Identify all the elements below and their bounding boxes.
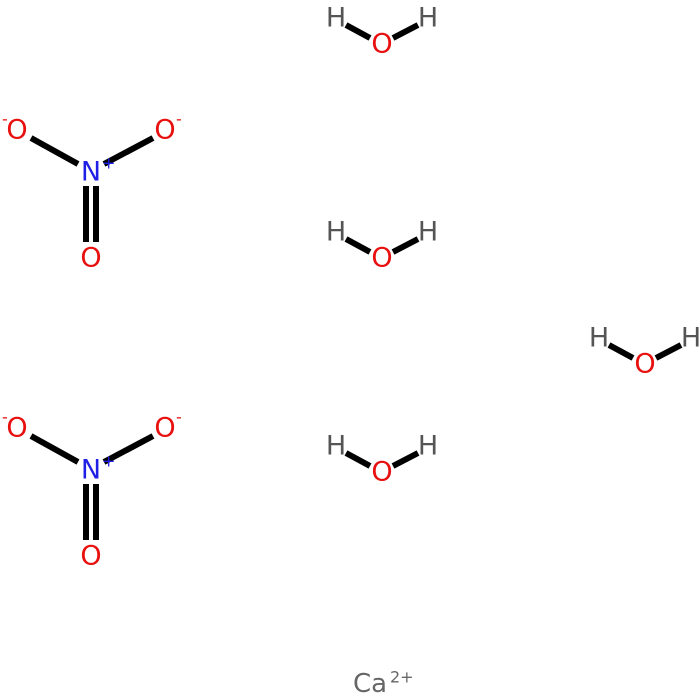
atom-nitrogen: N [81, 157, 101, 188]
bond-single [391, 450, 420, 469]
atom-hydrogen: H [418, 431, 438, 462]
atom-oxygen: O [371, 29, 392, 60]
atom-oxygen: O [6, 115, 27, 146]
bond-single [344, 236, 372, 255]
atom-hydrogen: H [418, 217, 438, 248]
charge-label: + [102, 452, 115, 471]
water-molecule-1: H O H [326, 3, 438, 60]
charge-label: 2+ [390, 668, 414, 687]
water-molecule-2: H O H [326, 217, 438, 274]
atom-oxygen: O [634, 349, 655, 380]
bond-single [29, 433, 80, 465]
bond-single [654, 342, 683, 361]
atom-oxygen: O [6, 413, 27, 444]
atom-calcium: Ca [353, 669, 387, 699]
atom-oxygen: O [371, 243, 392, 274]
calcium-ion: Ca 2+ [353, 668, 414, 700]
atom-oxygen: O [154, 115, 175, 146]
bond-single [391, 22, 420, 41]
atom-hydrogen: H [681, 323, 700, 354]
bond-single [29, 135, 80, 167]
water-molecule-4: H O H [589, 323, 700, 380]
nitrate-ion-1: O - O - N + O [2, 110, 182, 274]
atom-hydrogen: H [589, 323, 609, 354]
atom-oxygen: O [371, 457, 392, 488]
atom-hydrogen: H [326, 431, 346, 462]
bond-single [344, 22, 372, 41]
charge-label: - [2, 110, 8, 129]
charge-label: - [176, 110, 182, 129]
charge-label: + [102, 154, 115, 173]
atom-hydrogen: H [326, 3, 346, 34]
atom-hydrogen: H [418, 3, 438, 34]
atom-nitrogen: N [81, 455, 101, 486]
bond-single [607, 342, 635, 361]
atom-oxygen: O [154, 413, 175, 444]
bond-single [102, 433, 155, 465]
bond-single [344, 450, 372, 469]
atom-oxygen: O [80, 243, 101, 274]
bond-single [391, 236, 420, 255]
water-molecule-3: H O H [326, 431, 438, 488]
atom-hydrogen: H [326, 217, 346, 248]
charge-label: - [2, 408, 8, 427]
charge-label: - [176, 408, 182, 427]
atom-oxygen: O [80, 541, 101, 572]
nitrate-ion-2: O - O - N + O [2, 408, 182, 572]
bond-single [102, 135, 155, 167]
